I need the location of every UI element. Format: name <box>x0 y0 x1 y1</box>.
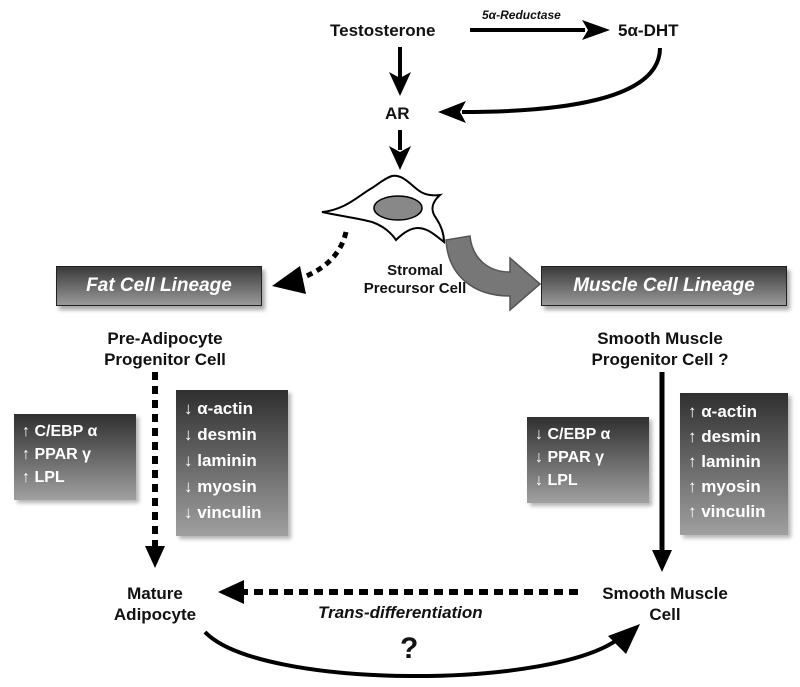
marker-item: ↑ desmin <box>688 427 761 446</box>
smooth-progenitor-line-1: Smooth Muscle <box>597 329 723 348</box>
muscle-cell-lineage-box: Muscle Cell Lineage <box>541 266 787 306</box>
mature-line-1: Mature <box>127 584 183 603</box>
dht-label: 5α-DHT <box>618 21 679 40</box>
question-mark-label: ? <box>400 632 419 665</box>
stromal-line-2: Precursor Cell <box>363 280 467 297</box>
marker-item: ↓ α-actin <box>184 399 254 418</box>
marker-item: ↑ laminin <box>688 452 761 471</box>
marker-item: ↑ C/EBP α <box>22 423 98 440</box>
trans-differentiation-label: Trans-differentiation <box>318 603 483 622</box>
mature-line-2: Adipocyte <box>113 605 197 624</box>
smooth-cell-line-1: Smooth Muscle <box>602 584 728 603</box>
pre-adipocyte-progenitor-label: Pre-Adipocyte Progenitor Cell <box>85 328 245 370</box>
enzyme-label: 5α-Reductase <box>482 8 561 22</box>
arrow-testosterone-to-ar <box>389 47 411 96</box>
arrow-testosterone-to-dht <box>470 20 610 40</box>
marker-item: ↑ LPL <box>22 469 65 486</box>
pre-adipocyte-line-1: Pre-Adipocyte <box>107 329 223 348</box>
muscle-downregulated-markers-box: ↓ C/EBP α ↓ PPAR γ ↓ LPL <box>527 417 649 503</box>
marker-item: ↑ vinculin <box>688 502 766 521</box>
smooth-cell-line-2: Cell <box>649 605 681 624</box>
ar-label: AR <box>385 104 410 123</box>
marker-item: ↑ myosin <box>688 477 761 496</box>
marker-item: ↓ vinculin <box>184 503 262 522</box>
smooth-progenitor-line-2: Progenitor Cell ? <box>591 350 729 369</box>
dotted-arrow-trans-differentiation <box>218 580 578 604</box>
pre-adipocyte-line-2: Progenitor Cell <box>104 350 226 369</box>
marker-item: ↓ PPAR γ <box>535 449 605 466</box>
marker-item: ↓ desmin <box>184 425 257 444</box>
arrow-muscle-progenitor-to-smooth-cell <box>652 372 672 572</box>
stromal-precursor-label: Stromal Precursor Cell <box>360 262 470 298</box>
marker-item: ↓ laminin <box>184 451 257 470</box>
stromal-cell-icon <box>321 174 446 245</box>
marker-item: ↑ α-actin <box>688 402 758 421</box>
marker-item: ↓ LPL <box>535 472 578 489</box>
fat-downregulated-markers-box: ↓ α-actin ↓ desmin ↓ laminin ↓ myosin ↓ … <box>176 390 288 536</box>
fat-upregulated-markers-box: ↑ C/EBP α ↑ PPAR γ ↑ LPL <box>14 414 136 500</box>
arrow-dht-to-ar <box>438 47 662 123</box>
gray-arrow-to-muscle-lineage <box>445 235 542 312</box>
arrow-ar-to-cell <box>389 130 411 170</box>
marker-item: ↓ C/EBP α <box>535 426 611 443</box>
testosterone-label: Testosterone <box>330 21 436 40</box>
arrow-adipocyte-to-smooth-cell <box>203 624 640 678</box>
smooth-muscle-progenitor-label: Smooth Muscle Progenitor Cell ? <box>570 328 750 370</box>
marker-item: ↓ myosin <box>184 477 257 496</box>
smooth-muscle-cell-label: Smooth Muscle Cell <box>580 583 750 625</box>
marker-item: ↑ PPAR γ <box>22 446 92 463</box>
mature-adipocyte-label: Mature Adipocyte <box>100 583 210 625</box>
dotted-arrow-fat-progenitor-to-mature <box>145 372 165 568</box>
fat-cell-lineage-box: Fat Cell Lineage <box>56 266 262 306</box>
muscle-upregulated-markers-box: ↑ α-actin ↑ desmin ↑ laminin ↑ myosin ↑ … <box>680 393 788 535</box>
dotted-arrow-to-fat-lineage <box>272 231 349 294</box>
stromal-line-1: Stromal <box>387 262 443 279</box>
